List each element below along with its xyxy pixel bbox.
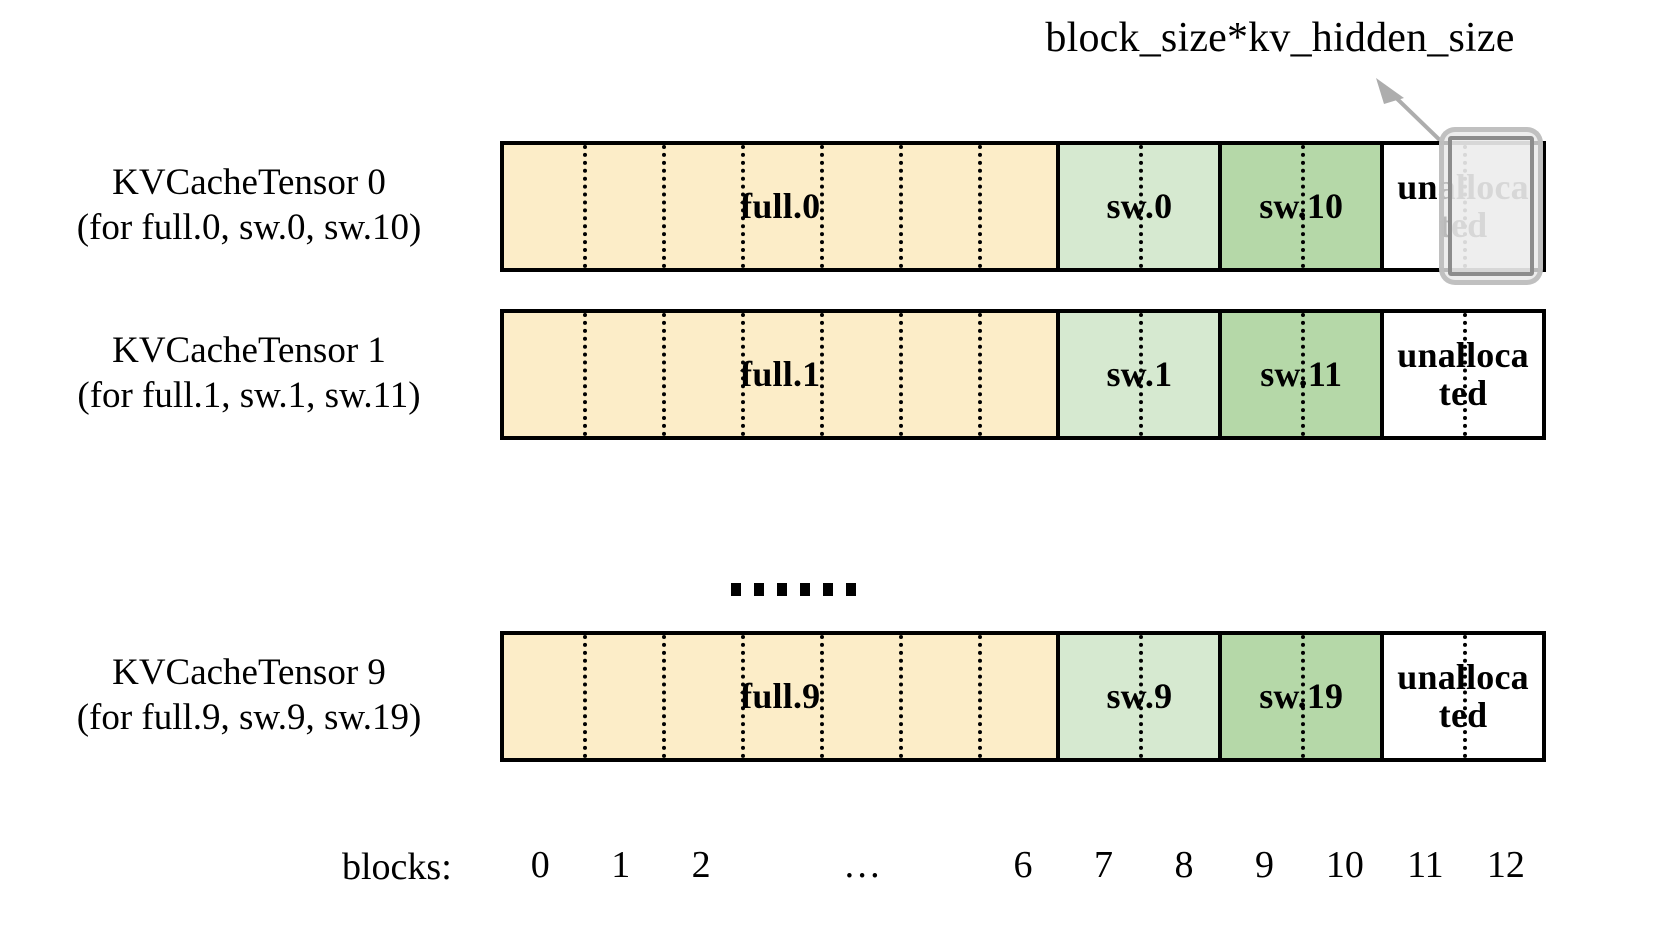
block-divider bbox=[1139, 313, 1144, 436]
axis-tick-9: 9 bbox=[1254, 844, 1274, 886]
block-divider bbox=[977, 313, 982, 436]
block-divider bbox=[1301, 635, 1306, 758]
block-divider bbox=[898, 635, 903, 758]
axis-tick-11: 11 bbox=[1407, 844, 1444, 886]
block-divider bbox=[582, 313, 587, 436]
segment-sw-low: sw.1 bbox=[1060, 313, 1223, 436]
axis-tick-0: 0 bbox=[530, 844, 550, 886]
block-divider bbox=[977, 145, 982, 268]
block-divider bbox=[740, 145, 745, 268]
row-label-tensor-0: KVCacheTensor 0 (for full.0, sw.0, sw.10… bbox=[14, 160, 484, 250]
block-divider bbox=[819, 145, 824, 268]
segment-sw-high: sw.19 bbox=[1222, 635, 1385, 758]
segment-full: full.1 bbox=[504, 313, 1061, 436]
segment-sw-high: sw.10 bbox=[1222, 145, 1385, 268]
block-divider bbox=[1463, 313, 1468, 436]
block-divider bbox=[661, 313, 666, 436]
ellipsis-dot bbox=[731, 583, 741, 596]
axis-tick-8: 8 bbox=[1174, 844, 1194, 886]
segment-label: sw.19 bbox=[1259, 675, 1344, 716]
vertical-ellipsis bbox=[731, 583, 856, 596]
row-label-tensor-1: KVCacheTensor 1 (for full.1, sw.1, sw.11… bbox=[14, 328, 484, 418]
axis-tick-…: … bbox=[843, 844, 882, 886]
axis-tick-12: 12 bbox=[1486, 844, 1525, 886]
block-divider bbox=[1463, 635, 1468, 758]
block-divider bbox=[1139, 635, 1144, 758]
ellipsis-dot bbox=[846, 583, 856, 596]
block-divider bbox=[1139, 145, 1144, 268]
ellipsis-dot bbox=[800, 583, 810, 596]
segment-sw-low: sw.0 bbox=[1060, 145, 1223, 268]
segment-sw-high: sw.11 bbox=[1222, 313, 1385, 436]
segment-label: full.9 bbox=[740, 675, 821, 716]
segment-unallocated: unalloca ted bbox=[1384, 635, 1542, 758]
row-label-line1: KVCacheTensor 0 bbox=[112, 162, 386, 203]
segment-label: sw.9 bbox=[1106, 675, 1173, 716]
segment-label: full.0 bbox=[740, 185, 821, 226]
segment-label: sw.11 bbox=[1260, 353, 1343, 394]
axis-tick-7: 7 bbox=[1094, 844, 1113, 886]
segment-full: full.0 bbox=[504, 145, 1061, 268]
ellipsis-dot bbox=[823, 583, 833, 596]
ellipsis-dot bbox=[754, 583, 764, 596]
block-divider bbox=[582, 145, 587, 268]
block-divider bbox=[661, 635, 666, 758]
segment-label: unalloca ted bbox=[1397, 166, 1529, 245]
callout-annotation-text: block_size*kv_hidden_size bbox=[1045, 15, 1515, 61]
row-label-line2: (for full.9, sw.9, sw.19) bbox=[76, 697, 422, 739]
segment-label: sw.1 bbox=[1106, 353, 1173, 394]
axis-tick-2: 2 bbox=[691, 844, 711, 886]
axis-tick-1: 1 bbox=[611, 844, 631, 886]
block-divider bbox=[819, 313, 824, 436]
segment-sw-low: sw.9 bbox=[1060, 635, 1223, 758]
block-divider bbox=[582, 635, 587, 758]
segment-label: unalloca ted bbox=[1397, 656, 1529, 735]
axis-tick-10: 10 bbox=[1325, 844, 1364, 886]
block-divider bbox=[977, 635, 982, 758]
segment-unallocated: unalloca ted bbox=[1384, 313, 1542, 436]
row-label-line1: KVCacheTensor 9 bbox=[112, 652, 386, 693]
tensor-row-0: full.0 sw.0 sw.10 unalloca ted bbox=[500, 141, 1546, 272]
block-divider bbox=[740, 313, 745, 436]
segment-label: unalloca ted bbox=[1397, 334, 1529, 413]
block-divider bbox=[661, 145, 666, 268]
row-label-line1: KVCacheTensor 1 bbox=[112, 330, 386, 371]
callout-arrow-icon bbox=[1376, 78, 1450, 150]
segment-label: sw.10 bbox=[1259, 185, 1344, 226]
block-divider bbox=[819, 635, 824, 758]
ellipsis-dot bbox=[777, 583, 787, 596]
block-divider bbox=[740, 635, 745, 758]
block-divider bbox=[898, 145, 903, 268]
block-divider bbox=[1301, 313, 1306, 436]
blocks-axis-title: blocks: bbox=[342, 846, 452, 888]
segment-label: sw.0 bbox=[1106, 185, 1173, 226]
segment-full: full.9 bbox=[504, 635, 1061, 758]
segment-unallocated: unalloca ted bbox=[1384, 145, 1542, 268]
tensor-row-9: full.9 sw.9 sw.19 unalloca ted bbox=[500, 631, 1546, 762]
row-label-tensor-9: KVCacheTensor 9 (for full.9, sw.9, sw.19… bbox=[14, 650, 484, 740]
block-divider bbox=[1301, 145, 1306, 268]
axis-tick-6: 6 bbox=[1013, 844, 1033, 886]
tensor-row-1: full.1 sw.1 sw.11 unalloca ted bbox=[500, 309, 1546, 440]
block-divider bbox=[898, 313, 903, 436]
row-label-line2: (for full.1, sw.1, sw.11) bbox=[77, 375, 421, 417]
segment-label: full.1 bbox=[740, 353, 821, 394]
row-label-line2: (for full.0, sw.0, sw.10) bbox=[76, 207, 422, 249]
